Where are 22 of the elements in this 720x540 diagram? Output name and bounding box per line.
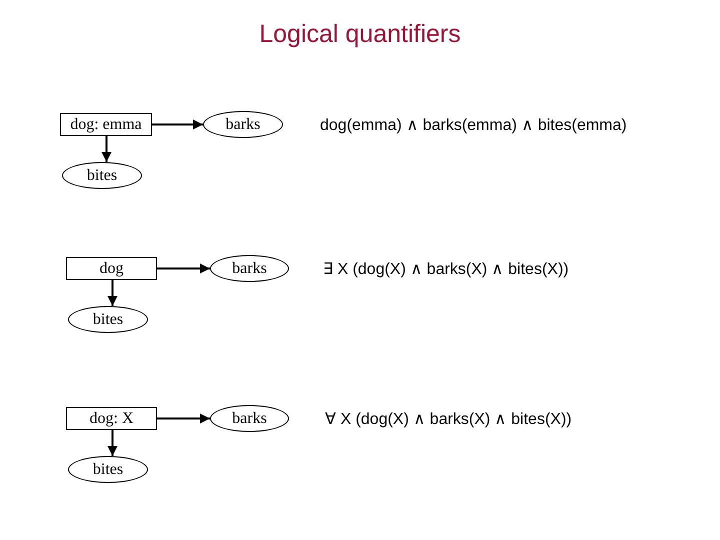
arrow [108,430,118,456]
arrow [102,136,112,162]
relation-label: barks [232,260,267,276]
relation-label: bites [92,312,124,328]
concept-label: dog [100,260,124,276]
relation-label: barks [226,116,260,132]
arrow [152,120,203,130]
arrow [157,264,210,274]
relation-label: barks [232,410,267,426]
relation-label: bites [92,462,124,478]
concept-box [60,113,152,136]
relation-label: bites [86,168,118,184]
title: Logical quantifiers [258,20,462,49]
logic-formula: ∃ X (dog(X) ∧ barks(X) ∧ bites(X)) [323,260,569,279]
concept-box [66,257,157,280]
concept-label: dog: X [90,410,134,426]
logic-formula: dog(emma) ∧ barks(emma) ∧ bites(emma) [320,116,627,135]
concept-label: dog: emma [70,116,142,132]
arrow [108,280,118,306]
arrow [157,414,210,424]
logic-formula: ∀ X (dog(X) ∧ barks(X) ∧ bites(X)) [325,410,572,429]
concept-box [66,407,157,430]
